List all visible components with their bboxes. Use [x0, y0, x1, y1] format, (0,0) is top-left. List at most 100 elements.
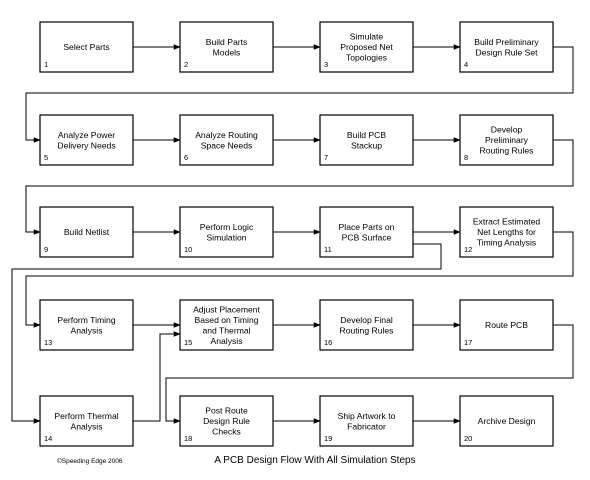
step-box-frame — [319, 395, 414, 447]
step-label-line: Proposed Net — [340, 42, 393, 52]
step-number: 8 — [464, 153, 468, 162]
step-label-line: Build PCB — [347, 130, 386, 140]
step-box-20: Archive Design 20 — [459, 395, 554, 447]
step-label-line: Delivery Needs — [57, 140, 115, 150]
step-number: 6 — [184, 153, 188, 162]
arrow-12-13 — [25, 231, 574, 328]
step-label-line: Simulation — [206, 232, 246, 242]
step-label-line: Perform Thermal — [54, 411, 118, 421]
step-label-line: Timing Analysis — [477, 238, 536, 248]
step-number: 15 — [184, 338, 192, 347]
step-box-frame — [459, 21, 554, 73]
step-box-frame — [459, 299, 554, 351]
step-label-line: Topologies — [346, 53, 387, 63]
step-label-line: Fabricator — [347, 421, 386, 431]
step-number: 14 — [44, 434, 52, 443]
step-box-frame — [319, 299, 414, 351]
step-label-line: Build Netlist — [64, 227, 110, 237]
step-label-line: Space Needs — [201, 140, 253, 150]
step-label-line: Place Parts on — [339, 222, 395, 232]
arrow-wrap-1 — [25, 139, 574, 235]
step-number: 9 — [44, 245, 48, 254]
step-box-frame — [179, 206, 274, 258]
step-box-frame — [319, 114, 414, 166]
step-label-line: Perform Timing — [57, 315, 115, 325]
step-label-line: Select Parts — [63, 42, 109, 52]
copyright-notice: ©Speeding Edge 2006 — [57, 458, 123, 465]
step-box-frame — [39, 206, 134, 258]
step-label-line: Stackup — [351, 140, 382, 150]
step-number: 10 — [184, 245, 192, 254]
step-box-frame — [459, 114, 554, 166]
step-label-line: Net Lengths for — [477, 227, 536, 237]
step-label-line: Develop Final — [340, 315, 393, 325]
step-box-frame — [39, 395, 134, 447]
step-label-line: Adjust Placement — [193, 304, 260, 314]
step-label-line: Design Rule — [203, 416, 250, 426]
connectors — [11, 44, 574, 424]
step-box-17: Route PCB 17 — [459, 299, 554, 351]
step-number: 17 — [464, 338, 472, 347]
step-label-line: Build Parts — [206, 37, 248, 47]
step-box-frame — [179, 114, 274, 166]
arrow-11-14 — [11, 243, 442, 424]
step-number: 16 — [324, 338, 332, 347]
step-number: 19 — [324, 434, 332, 443]
step-label-line: Ship Artwork to — [338, 411, 396, 421]
step-box-frame — [459, 206, 554, 258]
step-number: 20 — [464, 434, 472, 443]
step-label-line: Analyze Power — [58, 130, 115, 140]
arrow-wrap-0 — [25, 46, 574, 143]
step-number: 5 — [44, 153, 48, 162]
step-label-line: Analysis — [71, 325, 103, 335]
step-box-frame — [319, 206, 414, 258]
step-label-line: Archive Design — [478, 416, 536, 426]
step-number: 13 — [44, 338, 52, 347]
arrow-14-15 — [133, 331, 181, 422]
step-label-line: Build Preliminary — [474, 37, 539, 47]
diagram-caption: A PCB Design Flow With All Simulation St… — [214, 455, 416, 466]
step-number: 1 — [44, 60, 48, 69]
step-label-line: Design Rule Set — [475, 47, 538, 57]
step-box-frame — [179, 21, 274, 73]
step-label-line: Analyze Routing — [195, 130, 258, 140]
arrow-17-18 — [165, 324, 574, 424]
step-label-line: Analysis — [71, 421, 103, 431]
step-box-frame — [39, 299, 134, 351]
step-number: 7 — [324, 153, 328, 162]
step-label-line: Route PCB — [485, 320, 528, 330]
step-number: 2 — [184, 60, 188, 69]
step-label-line: Extract Estimated — [473, 217, 541, 227]
step-label-line: Routing Rules — [340, 325, 394, 335]
step-label-line: Post Route — [205, 406, 248, 416]
step-label-line: Based on Timing — [194, 315, 258, 325]
step-label-line: Perform Logic — [200, 222, 254, 232]
step-number: 12 — [464, 245, 472, 254]
step-label-line: and Thermal — [202, 325, 250, 335]
step-box-frame — [39, 21, 134, 73]
step-number: 18 — [184, 434, 192, 443]
step-number: 4 — [464, 60, 468, 69]
step-label-line: Checks — [212, 427, 241, 437]
step-box-9: Build Netlist 9 — [39, 206, 134, 258]
step-label-line: Models — [213, 47, 241, 57]
step-box-1: Select Parts 1 — [39, 21, 134, 73]
step-box-frame — [179, 299, 274, 351]
step-label-line: Preliminary — [485, 135, 529, 145]
step-box-frame — [319, 21, 414, 73]
